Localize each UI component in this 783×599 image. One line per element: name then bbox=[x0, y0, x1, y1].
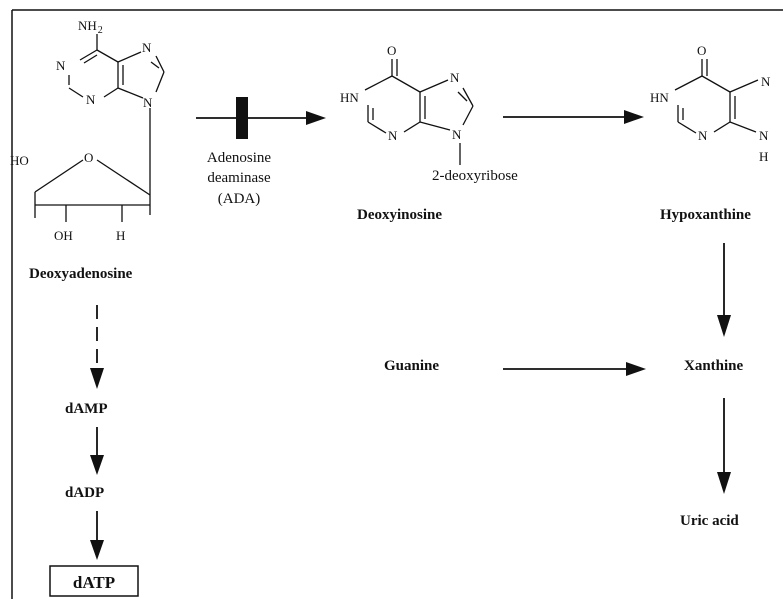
ada-arrow bbox=[196, 97, 326, 139]
arrow-to-hypoxanthine bbox=[503, 110, 644, 124]
deoxyribose-substituent-label: 2-deoxyribose bbox=[432, 168, 518, 184]
damp-label: dAMP bbox=[65, 401, 108, 417]
enzyme-label-line3: (ADA) bbox=[218, 191, 261, 207]
hypoxanthine-n3-label: N bbox=[698, 128, 708, 143]
arrow-guanine-to-xanthine bbox=[503, 362, 646, 376]
adenine-n1-label: N bbox=[56, 58, 66, 73]
hypoxanthine-structure: O HN N N N H bbox=[650, 43, 771, 164]
arrow-to-uric-acid bbox=[717, 398, 731, 494]
adenine-n9-label: N bbox=[143, 95, 153, 110]
nh2-label: NH2 bbox=[78, 18, 103, 36]
enzyme-label-line1: Adenosine bbox=[207, 150, 271, 166]
deoxyinosine-n7-label: N bbox=[450, 70, 460, 85]
guanine-label: Guanine bbox=[384, 358, 439, 374]
xanthine-label: Xanthine bbox=[684, 358, 744, 374]
deoxyinosine-hn-label: HN bbox=[340, 90, 359, 105]
hypoxanthine-o-label: O bbox=[697, 43, 706, 58]
deoxyadenosine-structure: NH2 N N N N O HO OH H bbox=[10, 18, 165, 243]
dashed-arrow-to-damp bbox=[90, 305, 104, 389]
arrow-to-dadp bbox=[90, 427, 104, 475]
deoxyinosine-n9-label: N bbox=[452, 127, 462, 142]
hypoxanthine-h-label: H bbox=[759, 149, 768, 164]
adenine-n7-label: N bbox=[142, 40, 152, 55]
deoxyadenosine-label: Deoxyadenosine bbox=[29, 266, 133, 282]
datp-label: dATP bbox=[73, 573, 115, 592]
oh-label: OH bbox=[54, 228, 73, 243]
enzyme-label-line2: deaminase bbox=[207, 170, 271, 186]
uric-acid-label: Uric acid bbox=[680, 513, 739, 529]
arrow-to-xanthine-vertical bbox=[717, 243, 731, 337]
arrow-to-datp bbox=[90, 511, 104, 560]
h-label: H bbox=[116, 228, 125, 243]
ring-oxygen-label: O bbox=[84, 150, 93, 165]
hypoxanthine-hn-label: HN bbox=[650, 90, 669, 105]
hypoxanthine-label: Hypoxanthine bbox=[660, 207, 751, 223]
deoxyinosine-label: Deoxyinosine bbox=[357, 207, 442, 223]
diagram-frame bbox=[11, 9, 783, 599]
hypoxanthine-n9-label: N bbox=[759, 128, 769, 143]
deoxyinosine-structure: O HN N N N bbox=[340, 43, 474, 165]
ho-label: HO bbox=[10, 153, 29, 168]
inhibition-block bbox=[236, 97, 248, 139]
deoxyinosine-o-label: O bbox=[387, 43, 396, 58]
datp-box bbox=[49, 565, 139, 597]
deoxyinosine-n3-label: N bbox=[388, 128, 398, 143]
adenine-n3-label: N bbox=[86, 92, 96, 107]
dadp-label: dADP bbox=[65, 485, 104, 501]
hypoxanthine-n7-label: N bbox=[761, 74, 771, 89]
